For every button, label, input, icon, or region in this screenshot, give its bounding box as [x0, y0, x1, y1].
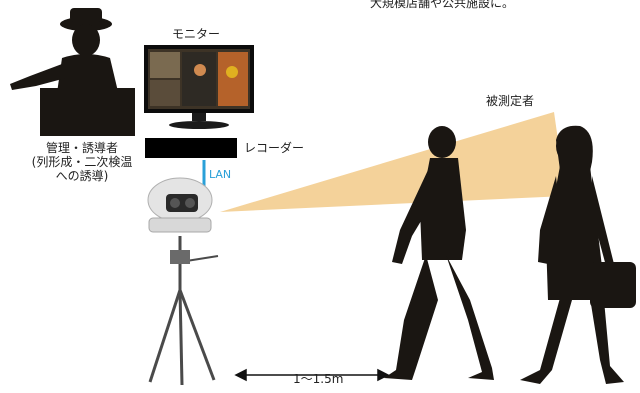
- operator-label-line3: への誘導): [55, 169, 109, 183]
- monitor-device: [144, 45, 254, 129]
- recorder-device: [145, 138, 237, 158]
- walking-woman-silhouette: [520, 125, 636, 384]
- header-caption: 大規模店舗や公共施設に。: [370, 0, 515, 10]
- operator-label-line2: (列形成・二次検温: [31, 155, 133, 169]
- monitor-label: モニター: [172, 27, 221, 41]
- walking-man-silhouette: [384, 126, 494, 380]
- measured-person-label: 被測定者: [486, 94, 535, 108]
- operator-silhouette: [10, 8, 135, 136]
- thermal-view-beam: [220, 112, 566, 212]
- distance-label: 1〜1.5m: [293, 372, 344, 386]
- recorder-label: レコーダー: [244, 141, 305, 155]
- operator-label: 管理・誘導者 (列形成・二次検温 への誘導): [22, 141, 142, 183]
- distance-arrow: [234, 368, 390, 382]
- operator-label-line1: 管理・誘導者: [45, 141, 118, 155]
- tripod: [148, 236, 219, 386]
- lan-label: LAN: [209, 168, 232, 181]
- thermal-camera: [147, 177, 213, 233]
